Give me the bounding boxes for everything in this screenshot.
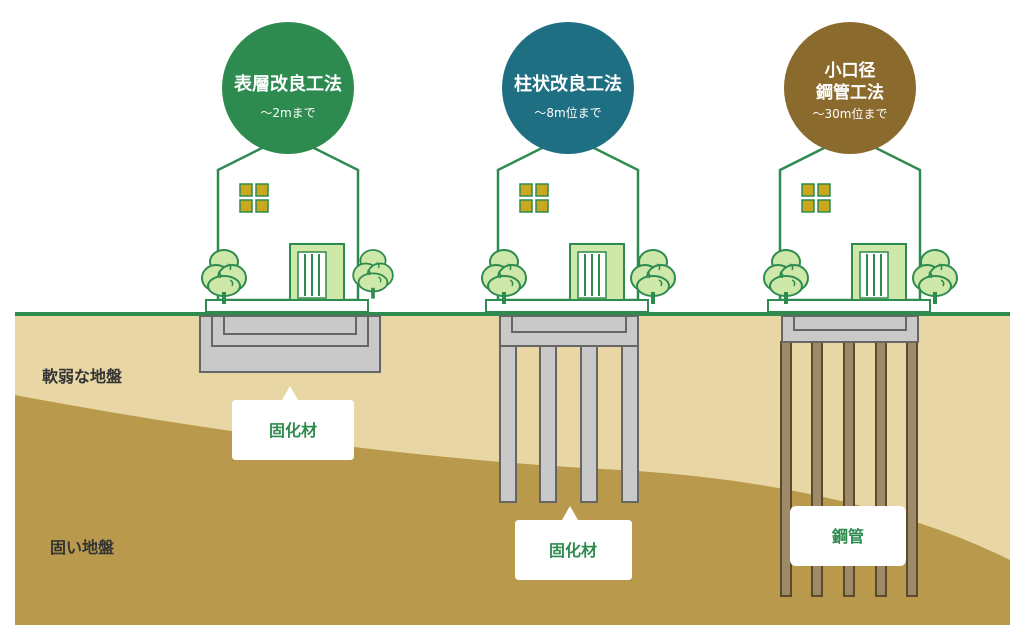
method-column-improvement: 固化材 柱状改良工法 ～8m位まで bbox=[481, 22, 676, 580]
door-icon bbox=[851, 243, 907, 301]
method-surface-improvement: 固化材 表層改良工法 ～2mまで bbox=[199, 22, 394, 460]
soft-ground-label: 軟弱な地盤 bbox=[42, 367, 123, 386]
method-depth: ～8m位まで bbox=[534, 105, 601, 120]
door-icon bbox=[289, 243, 345, 301]
soil-column bbox=[621, 345, 639, 503]
method-title: 柱状改良工法 bbox=[514, 73, 622, 95]
window-icon bbox=[239, 183, 269, 213]
soil-column bbox=[580, 345, 598, 503]
improved-ground-block bbox=[199, 315, 381, 373]
door-icon bbox=[569, 243, 625, 301]
svg-text:鋼管: 鋼管 bbox=[831, 527, 864, 546]
soil-column bbox=[499, 345, 517, 503]
svg-text:固化材: 固化材 bbox=[269, 421, 317, 440]
house-icon bbox=[485, 133, 649, 313]
window-icon bbox=[801, 183, 831, 213]
method-title: 表層改良工法 bbox=[234, 73, 342, 95]
soil-columns bbox=[499, 345, 639, 503]
callout-solidifier: 固化材 bbox=[515, 506, 632, 580]
steel-pipe bbox=[780, 341, 792, 597]
method-badge: 柱状改良工法 ～8m位まで bbox=[502, 22, 634, 154]
method-steel-pipe: 鋼管 小口径 鋼管工法 ～30m位まで bbox=[763, 22, 958, 597]
svg-text:固化材: 固化材 bbox=[549, 541, 597, 560]
soil-column bbox=[539, 345, 557, 503]
window-icon bbox=[519, 183, 549, 213]
method-badge: 小口径 鋼管工法 ～30m位まで bbox=[784, 22, 916, 154]
ground-line bbox=[15, 312, 1010, 316]
method-depth: ～30m位まで bbox=[813, 106, 888, 121]
house-icon bbox=[767, 133, 931, 313]
hard-ground-label: 固い地盤 bbox=[50, 538, 115, 557]
steel-pipe bbox=[906, 341, 918, 597]
method-depth: ～2mまで bbox=[260, 106, 315, 120]
callout-solidifier: 固化材 bbox=[232, 386, 354, 460]
method-title: 鋼管工法 bbox=[815, 82, 884, 103]
callout-steel-pipe: 鋼管 bbox=[790, 506, 906, 566]
method-badge: 表層改良工法 ～2mまで bbox=[222, 22, 354, 154]
house-icon bbox=[205, 133, 369, 313]
method-title: 小口径 bbox=[825, 60, 876, 81]
